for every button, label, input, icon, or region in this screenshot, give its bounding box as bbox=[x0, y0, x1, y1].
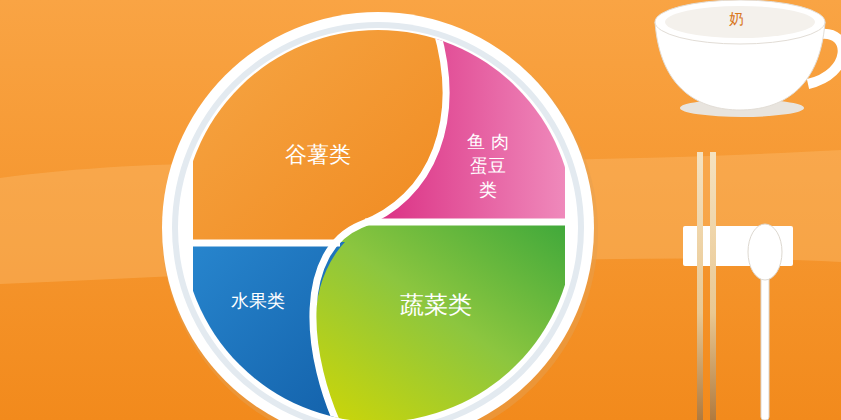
segment-label: 水果类 bbox=[231, 289, 285, 313]
cup-inside bbox=[665, 6, 815, 38]
segment-label: 谷薯类 bbox=[285, 140, 351, 170]
cup-rim bbox=[655, 0, 825, 44]
milk-cup-box: 奶 bbox=[725, 7, 748, 31]
segment-label: 蔬菜类 bbox=[400, 289, 472, 321]
protein-label-box: 鱼 肉 蛋豆类 bbox=[457, 128, 518, 205]
fruit-label-box: 水果类 bbox=[227, 287, 289, 315]
spoon-bowl bbox=[748, 224, 782, 280]
chopstick bbox=[710, 152, 716, 420]
spoon-handle bbox=[761, 272, 769, 420]
vegetable-segment bbox=[313, 222, 565, 420]
separator bbox=[365, 219, 565, 226]
grain-label-box: 谷薯类 bbox=[281, 138, 355, 172]
vegetable-label-box: 蔬菜类 bbox=[396, 287, 476, 323]
separator bbox=[193, 240, 340, 247]
protein-segment bbox=[360, 20, 565, 225]
segment-label: 鱼 肉 蛋豆类 bbox=[461, 130, 514, 203]
chopstick bbox=[697, 152, 703, 420]
segment-label: 奶 bbox=[729, 9, 744, 29]
